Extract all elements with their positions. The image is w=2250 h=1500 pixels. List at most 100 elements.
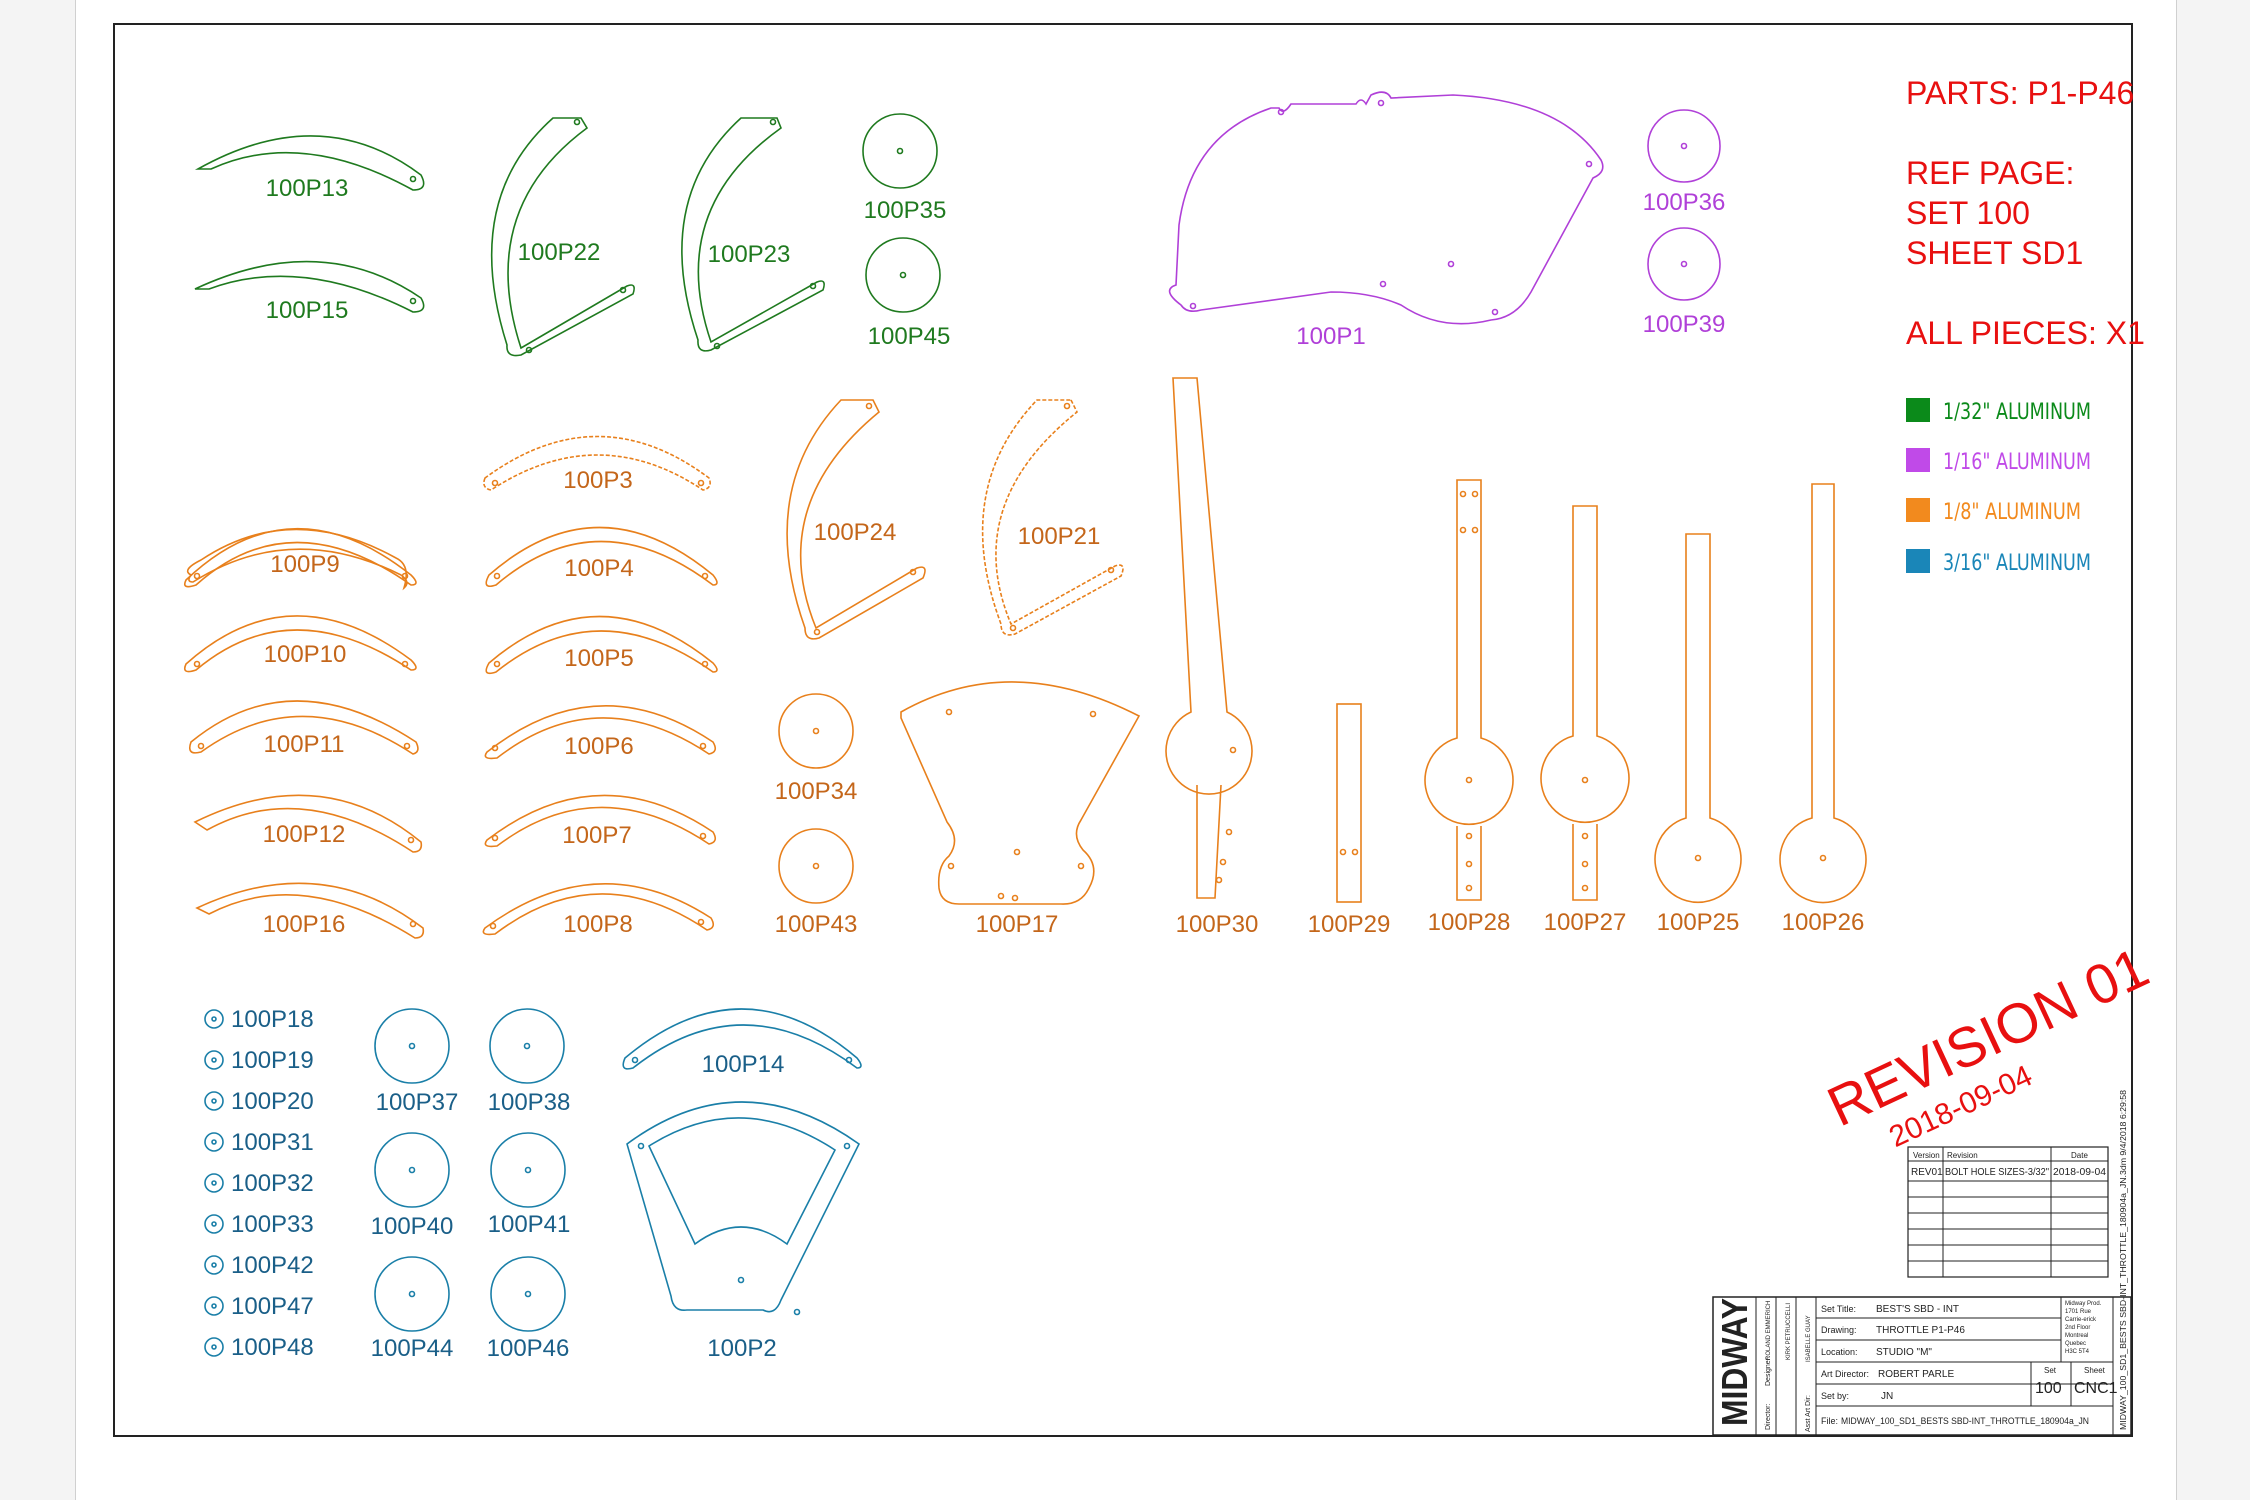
- part-label-100P5: 100P5: [564, 645, 633, 672]
- part-label-100P28: 100P28: [1428, 909, 1511, 936]
- sheet-number: CNC1: [2074, 1380, 2118, 1397]
- legend-label: 1/16" ALUMINUM: [1943, 450, 2091, 475]
- part-label-100P35: 100P35: [864, 197, 947, 224]
- part-100P21-shape: [981, 399, 1124, 636]
- all-pieces: ALL PIECES: X1: [1906, 315, 2145, 351]
- part-label-100P36: 100P36: [1643, 189, 1726, 216]
- part-100P28-shape: [1424, 479, 1514, 901]
- part-label-100P26: 100P26: [1782, 909, 1865, 936]
- sheet-number-label: Sheet: [2084, 1366, 2106, 1375]
- revision-cell: BOLT HOLE SIZES-3/32": [1945, 1167, 2049, 1178]
- part-100P8-shape: [482, 883, 715, 936]
- title-side-label: Designer:: [1765, 1356, 1772, 1386]
- part-100P34-shape: [778, 693, 854, 769]
- address-line: Quebec: [2065, 1341, 2086, 1347]
- location: STUDIO "M": [1876, 1347, 1932, 1358]
- material-legend: 1/32" ALUMINUM 1/16" ALUMINUM 1/8" ALUMI…: [1906, 398, 2091, 576]
- cnc-sheet: 100P13 100P15 100P22 100P23 100P35 100P4…: [113, 23, 2158, 1437]
- part-100P38-shape: [489, 1008, 565, 1084]
- part-label-100P40: 100P40: [371, 1213, 454, 1240]
- part-100P9-shape: [183, 527, 417, 588]
- revision-header: Revision: [1947, 1151, 1978, 1160]
- legend-swatch: [1906, 398, 1930, 422]
- location-label: Location:: [1821, 1347, 1858, 1357]
- part-100P26-shape: [1779, 483, 1867, 904]
- drawing-label: Drawing:: [1821, 1325, 1857, 1335]
- part-label-100P6: 100P6: [564, 733, 633, 760]
- part-100P37-shape: [374, 1008, 450, 1084]
- title-side-label: Director:: [1765, 1403, 1772, 1430]
- part-100P27-shape: [1540, 505, 1630, 901]
- revision-header: Version: [1913, 1151, 1940, 1160]
- address-line: Montreal: [2065, 1333, 2088, 1339]
- title-side-name: KIRK PETRUCCELLI: [1786, 1303, 1792, 1360]
- part-100P45-shape: [865, 237, 941, 313]
- title-side-label: Asst Art Dir:: [1805, 1395, 1812, 1432]
- revision-header: Date: [2071, 1151, 2088, 1160]
- part-label-100P44: 100P44: [371, 1335, 454, 1362]
- part-label-100P10: 100P10: [264, 641, 347, 668]
- part-100P40-shape: [374, 1132, 450, 1208]
- file-label: File:: [1821, 1416, 1838, 1426]
- part-label-100P12: 100P12: [263, 821, 346, 848]
- address-line: 2nd Floor: [2065, 1325, 2090, 1331]
- revision-cell: 2018-09-04: [2053, 1167, 2106, 1178]
- part-100P3-shape: [483, 435, 711, 491]
- part-100P16-shape: [195, 882, 425, 939]
- ref-set: SET 100: [1906, 195, 2030, 231]
- part-100P1-shape: [1168, 91, 1604, 325]
- part-100P17-shape: [900, 681, 1141, 905]
- address-line: Carrie-erick: [2065, 1317, 2097, 1323]
- part-label-100P3: 100P3: [563, 467, 632, 494]
- part-label-100P1: 100P1: [1296, 323, 1365, 350]
- address-line: Midway Prod.: [2065, 1301, 2102, 1307]
- file-name: MIDWAY_100_SD1_BESTS SBD-INT_THROTTLE_18…: [1841, 1416, 2089, 1426]
- legend-label: 3/16" ALUMINUM: [1943, 551, 2091, 576]
- part-100P4-shape: [485, 526, 718, 588]
- sheet-border: [113, 23, 2133, 1437]
- set-title: BEST'S SBD - INT: [1876, 1304, 1959, 1315]
- part-label-100P23: 100P23: [708, 241, 791, 268]
- legend-label: 1/32" ALUMINUM: [1943, 400, 2091, 425]
- part-label-100P30: 100P30: [1176, 911, 1259, 938]
- part-label-100P15: 100P15: [266, 297, 349, 324]
- small-part-label: 100P20: [231, 1088, 314, 1115]
- part-100P12-shape: [193, 794, 423, 853]
- part-label-100P43: 100P43: [775, 911, 858, 938]
- part-label-100P21: 100P21: [1018, 523, 1101, 550]
- green-parts: [194, 113, 941, 357]
- part-label-100P34: 100P34: [775, 778, 858, 805]
- title-block: MIDWAY Director: Designer: Asst Art Dir:…: [1712, 1089, 2132, 1436]
- vertical-file-info: MIDWAY_100_SD1_BESTS SBD-INT_THROTTLE_18…: [2119, 1089, 2128, 1430]
- part-label-100P27: 100P27: [1544, 909, 1627, 936]
- legend-label: 1/8" ALUMINUM: [1943, 500, 2081, 525]
- address-line: 1701 Rue: [2065, 1309, 2092, 1315]
- part-label-100P2: 100P2: [707, 1335, 776, 1362]
- part-100P11-shape: [188, 700, 419, 755]
- part-100P46-shape: [490, 1256, 566, 1332]
- parts-range: PARTS: P1-P46: [1906, 75, 2134, 111]
- drawing-name: THROTTLE P1-P46: [1876, 1325, 1965, 1336]
- set-by: JN: [1881, 1391, 1893, 1402]
- small-part-label: 100P18: [231, 1006, 314, 1033]
- part-label-100P45: 100P45: [868, 323, 951, 350]
- small-part-label: 100P19: [231, 1047, 314, 1074]
- small-part-label: 100P32: [231, 1170, 314, 1197]
- part-label-100P16: 100P16: [263, 911, 346, 938]
- set-number-label: Set: [2044, 1366, 2057, 1375]
- part-label-100P8: 100P8: [563, 911, 632, 938]
- part-label-100P46: 100P46: [487, 1335, 570, 1362]
- legend-swatch: [1906, 549, 1930, 573]
- part-label-100P14: 100P14: [702, 1051, 785, 1078]
- part-100P23-shape: [681, 117, 825, 352]
- blue-parts: [204, 1008, 862, 1357]
- art-director-label: Art Director:: [1821, 1369, 1869, 1379]
- part-label-100P41: 100P41: [488, 1211, 571, 1238]
- part-label-100P13: 100P13: [266, 175, 349, 202]
- drawing-viewer[interactable]: 100P13 100P15 100P22 100P23 100P35 100P4…: [75, 0, 2177, 1500]
- ref-page-label: REF PAGE:: [1906, 155, 2074, 191]
- revision-cell: REV01: [1911, 1167, 1943, 1178]
- part-label-100P7: 100P7: [562, 822, 631, 849]
- part-100P44-shape: [374, 1256, 450, 1332]
- part-100P29-shape: [1336, 703, 1362, 903]
